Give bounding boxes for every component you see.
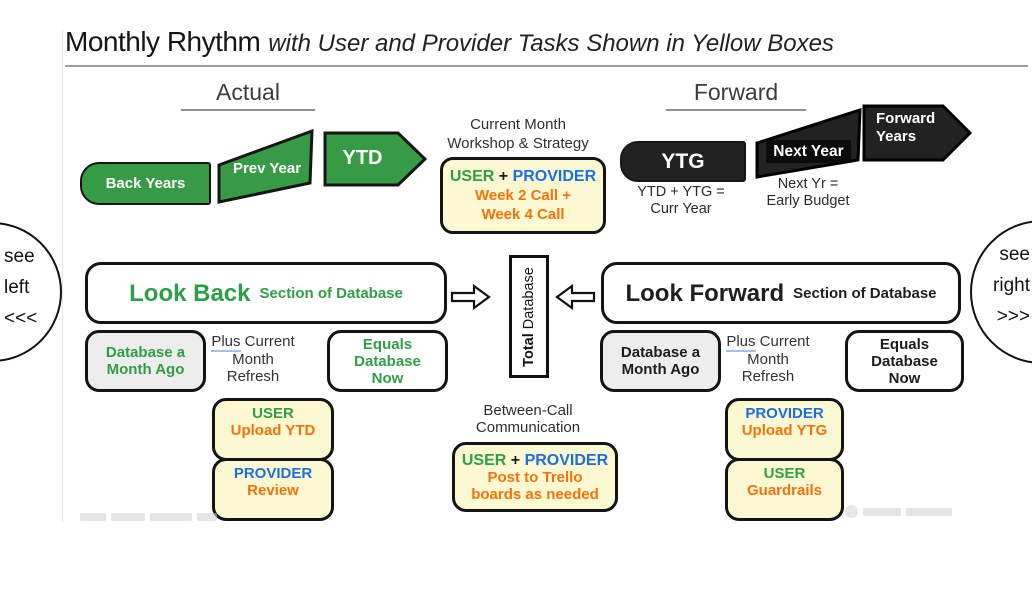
database-month-ago-box-left: Database a Month Ago (85, 330, 206, 392)
page-title: Monthly Rhythm with User and Provider Tas… (65, 26, 1028, 67)
ytg-shape: YTG (620, 141, 746, 182)
total-database-label: Total Database (521, 266, 538, 367)
watermark-dot-icon (845, 505, 858, 518)
title-main: Monthly Rhythm (65, 26, 261, 57)
equals-database-now-box-left: Equals Database Now (327, 330, 448, 392)
look-back-box: Look Back Section of Database (85, 262, 447, 324)
workshop-heading: Current Month Workshop & Strategy (447, 116, 589, 152)
forward-years-arrow-shape (862, 104, 973, 162)
forward-years-label: Forward Years (876, 110, 936, 145)
next-year-caption: Next Yr = Early Budget (766, 176, 850, 209)
watermark-right (845, 505, 952, 518)
workshop-task-box: USER + PROVIDER Week 2 Call + Week 4 Cal… (440, 157, 606, 234)
back-years-shape: Back Years (80, 162, 211, 205)
ytd-arrow-shape (323, 131, 428, 187)
equals-database-now-box-right: Equals Database Now (845, 330, 964, 392)
task-box-user-guardrails: USER Guardrails (725, 458, 844, 521)
ytd-label: YTD (342, 147, 383, 169)
task-box-user-upload-ytd: USER Upload YTD (212, 398, 334, 461)
task-box-provider-upload-ytg: PROVIDER Upload YTG (725, 398, 844, 461)
total-database-box: Total Database (509, 255, 549, 378)
between-call-heading: Between-Call Communication (475, 402, 581, 436)
between-call-roles: USER + PROVIDER (461, 451, 609, 469)
plus-refresh-note-left: Plus Current Month Refresh (211, 333, 295, 385)
look-forward-title: Look Forward (625, 279, 785, 307)
see-left-note: see left <<< (4, 246, 38, 329)
prev-year-shape (217, 128, 314, 204)
actual-heading: Actual (181, 79, 315, 111)
ytg-caption: YTD + YTG = Curr Year (637, 184, 725, 217)
look-forward-box: Look Forward Section of Database (601, 262, 961, 324)
flow-arrow-left-icon (555, 283, 596, 311)
task-box-provider-review: PROVIDER Review (212, 458, 334, 521)
title-subtitle: with User and Provider Tasks Shown in Ye… (268, 30, 834, 57)
ytg-label: YTG (661, 149, 705, 173)
task-box-post-to-trello: USER + PROVIDER Post to Trello boards as… (452, 442, 618, 512)
see-right-note: see right >>> (993, 244, 1030, 327)
next-year-label: Next Year (766, 140, 851, 163)
forward-heading: Forward (666, 79, 806, 111)
look-forward-subtitle: Section of Database (793, 284, 937, 302)
prev-year-label: Prev Year (232, 160, 302, 177)
look-back-title: Look Back (129, 279, 251, 307)
workshop-roles: USER + PROVIDER (449, 168, 597, 185)
content-left-edge-line (62, 30, 63, 522)
look-back-subtitle: Section of Database (259, 284, 403, 302)
plus-refresh-note-right: Plus Current Month Refresh (726, 333, 810, 385)
back-years-label: Back Years (105, 175, 186, 192)
database-month-ago-box-right: Database a Month Ago (600, 330, 721, 392)
flow-arrow-right-icon (450, 283, 491, 311)
watermark-left (80, 513, 217, 521)
